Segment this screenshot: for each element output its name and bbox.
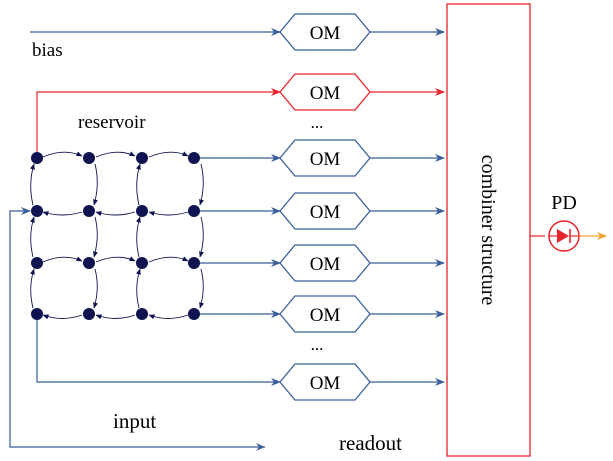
ellipsis-top: ... [311, 113, 324, 132]
readout-label: readout [339, 431, 402, 455]
om-row3: OM [279, 244, 371, 282]
reservoir-nodes [31, 152, 200, 320]
reservoir-node [83, 257, 95, 269]
reservoir-node [31, 205, 43, 217]
row-output-lines [36, 154, 445, 386]
om-row4: OM [279, 295, 371, 333]
combiner-label: combiner structure [477, 155, 499, 306]
input-path [9, 207, 265, 451]
reservoir-node [31, 257, 43, 269]
input-label: input [113, 409, 156, 433]
reservoir-label: reservoir [78, 112, 146, 133]
om-label: OM [310, 23, 341, 44]
reservoir-node [188, 152, 200, 164]
reservoir-node [83, 205, 95, 217]
reservoir-node [188, 257, 200, 269]
ellipsis-bottom: ... [311, 335, 324, 354]
reservoir-node [31, 308, 43, 320]
om-label: OM [310, 373, 341, 394]
om-bias: OM [279, 13, 371, 51]
om-label: OM [310, 202, 341, 223]
om-label: OM [310, 149, 341, 170]
reservoir-node [136, 152, 148, 164]
pd-label: PD [551, 192, 577, 214]
om-label: OM [310, 305, 341, 326]
reservoir-node [136, 257, 148, 269]
reservoir-node [136, 205, 148, 217]
om-row2: OM [279, 192, 371, 230]
om-red: OM [279, 73, 371, 111]
red-path [36, 88, 445, 158]
om-row1: OM [279, 139, 371, 177]
photodetector [530, 220, 607, 252]
reservoir-node [136, 308, 148, 320]
om-label: OM [310, 254, 341, 275]
reservoir-node [83, 308, 95, 320]
combiner-structure: combiner structure [446, 3, 531, 457]
reservoir-connections [29, 151, 204, 320]
om-bottom: OM [279, 363, 371, 401]
reservoir-node [83, 152, 95, 164]
reservoir-node [31, 152, 43, 164]
bias-label: bias [32, 40, 63, 61]
reservoir-node [188, 308, 200, 320]
reservoir-node [188, 205, 200, 217]
om-label: OM [310, 83, 341, 104]
